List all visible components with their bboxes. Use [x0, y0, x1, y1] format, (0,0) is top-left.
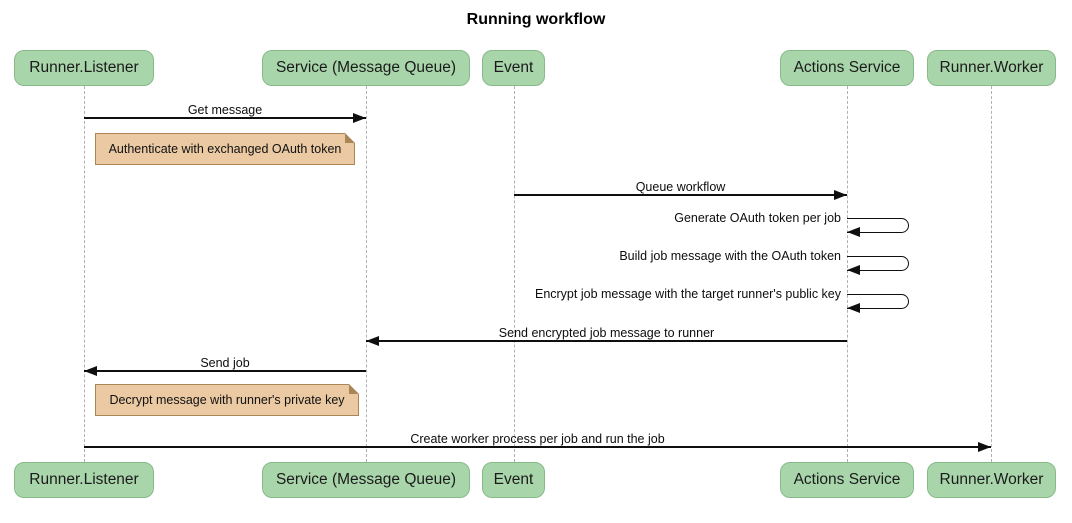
actor-runner-worker-top: Runner.Worker — [927, 50, 1056, 86]
actor-actions-service-top: Actions Service — [780, 50, 914, 86]
self-loop-path — [847, 256, 909, 271]
message-line-send-job — [84, 370, 366, 372]
actor-event-top: Event — [482, 50, 545, 86]
message-label-create-worker: Create worker process per job and run th… — [410, 432, 665, 446]
lifeline-event — [514, 86, 515, 462]
message-label-get-message: Get message — [187, 103, 263, 117]
arrowhead-right-icon — [978, 442, 991, 452]
arrowhead-right-icon — [353, 113, 366, 123]
message-line-send-encrypted — [366, 340, 847, 342]
actor-event-bottom: Event — [482, 462, 545, 498]
note-fold-corner-icon — [345, 133, 355, 143]
self-loop-path — [847, 218, 909, 233]
message-line-get-message — [84, 117, 366, 119]
arrowhead-left-icon — [366, 336, 379, 346]
self-loop-path — [847, 294, 909, 309]
arrowhead-right-icon — [834, 190, 847, 200]
note-fold-corner-icon — [349, 384, 359, 394]
message-label-encrypt-job-message: Encrypt job message with the target runn… — [534, 287, 841, 301]
actor-runner-listener-bottom: Runner.Listener — [14, 462, 154, 498]
arrowhead-left-icon — [847, 303, 860, 313]
lifeline-service-message-queue — [366, 86, 367, 462]
diagram-title: Running workflow — [466, 11, 606, 28]
arrowhead-left-icon — [847, 265, 860, 275]
message-line-create-worker — [84, 446, 991, 448]
lifeline-runner-listener — [84, 86, 85, 462]
note-authenticate: Authenticate with exchanged OAuth token — [95, 133, 355, 165]
lifeline-runner-worker — [991, 86, 992, 462]
actor-service-message-queue-bottom: Service (Message Queue) — [262, 462, 470, 498]
note-label: Decrypt message with runner's private ke… — [109, 393, 345, 407]
arrowhead-left-icon — [84, 366, 97, 376]
note-decrypt: Decrypt message with runner's private ke… — [95, 384, 359, 416]
actor-actions-service-bottom: Actions Service — [780, 462, 914, 498]
message-label-queue-workflow: Queue workflow — [635, 180, 726, 194]
actor-service-message-queue-top: Service (Message Queue) — [262, 50, 470, 86]
message-label-build-job-message: Build job message with the OAuth token — [619, 249, 841, 263]
message-line-queue-workflow — [514, 194, 847, 196]
arrowhead-left-icon — [847, 227, 860, 237]
note-label: Authenticate with exchanged OAuth token — [108, 142, 342, 156]
message-label-send-encrypted: Send encrypted job message to runner — [498, 326, 715, 340]
actor-runner-worker-bottom: Runner.Worker — [927, 462, 1056, 498]
actor-runner-listener-top: Runner.Listener — [14, 50, 154, 86]
message-label-generate-oauth-token: Generate OAuth token per job — [674, 211, 841, 225]
message-label-send-job: Send job — [200, 356, 250, 370]
